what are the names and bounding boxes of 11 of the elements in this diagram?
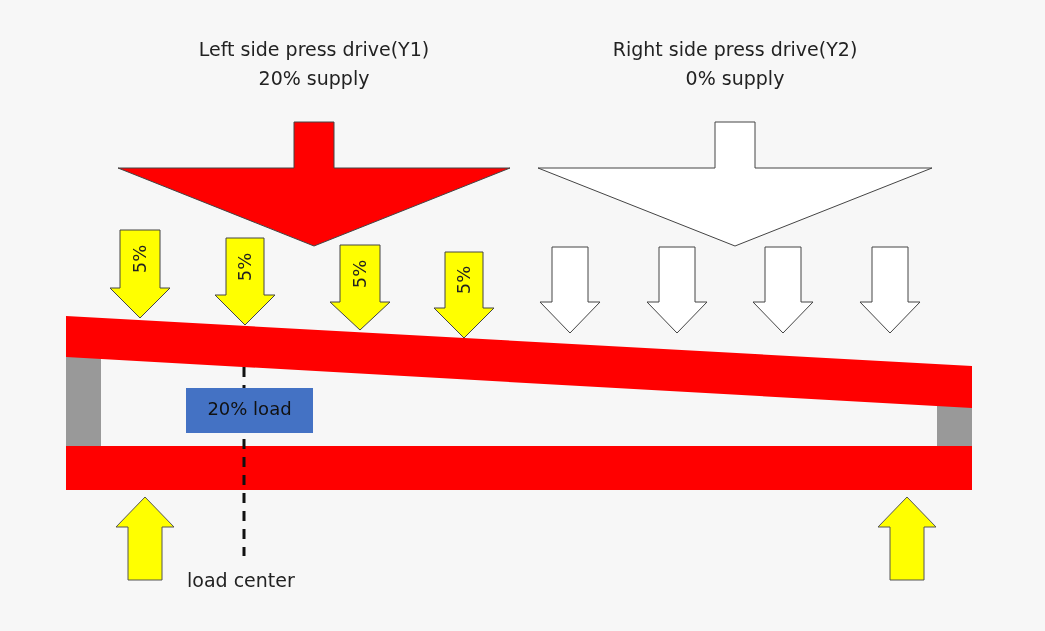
load-center-label: load center	[187, 569, 295, 591]
drive-label: Left side press drive(Y1)	[197, 38, 431, 60]
percent-label: 5%	[349, 258, 371, 290]
percent-label: 5%	[234, 251, 256, 283]
percent-label: 5%	[453, 264, 475, 297]
supply-label: 20% supply	[257, 67, 371, 89]
load-label: 20% load	[206, 398, 293, 419]
percent-label: 5%	[129, 243, 151, 276]
load-box	[186, 388, 313, 433]
supply-label: 0% supply	[684, 67, 786, 89]
drive-label: Right side press drive(Y2)	[611, 38, 859, 60]
